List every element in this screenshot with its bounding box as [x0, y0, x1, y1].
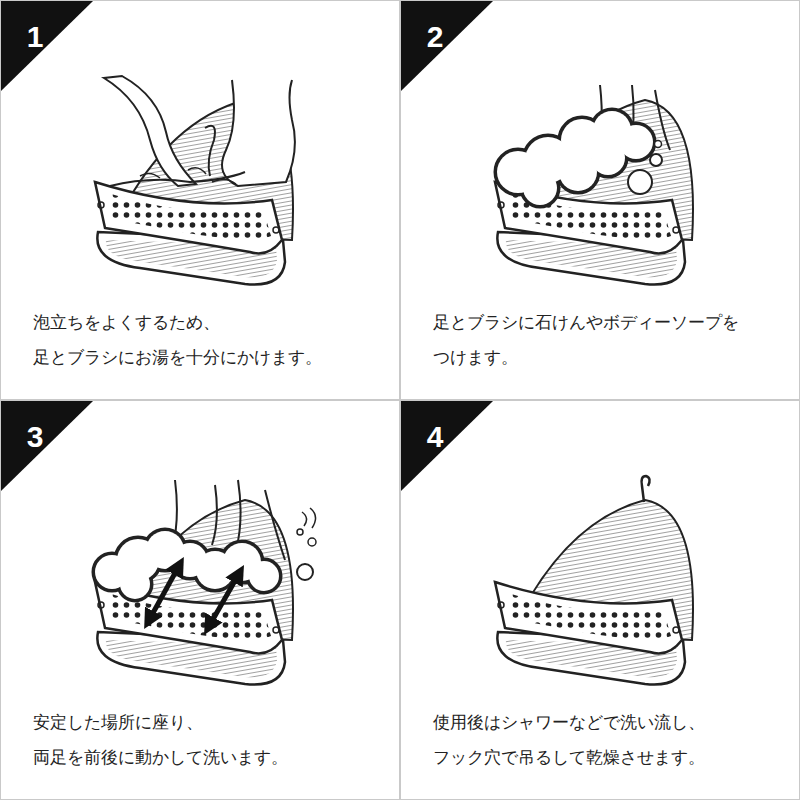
badge-triangle — [401, 401, 493, 491]
badge-shape — [401, 401, 493, 491]
step-number: 1 — [15, 19, 55, 55]
badge-shape — [401, 1, 493, 91]
step-caption: 安定した場所に座り、 両足を前後に動かして洗います。 — [33, 705, 383, 775]
badge-shape — [1, 1, 93, 91]
step-panel: 使用後はシャワーなどで洗い流し、 フック穴で吊るして乾燥させます。 4 — [400, 400, 800, 800]
step-caption: 泡立ちをよくするため、 足とブラシにお湯を十分にかけます。 — [33, 305, 383, 375]
badge-triangle — [401, 1, 493, 91]
step-badge: 4 — [401, 401, 493, 491]
step-number: 3 — [15, 419, 55, 455]
step-badge: 3 — [1, 401, 93, 491]
badge-shape — [1, 401, 93, 491]
step-caption: 足とブラシに石けんやボディーソープを つけます。 — [433, 305, 783, 375]
step-caption: 使用後はシャワーなどで洗い流し、 フック穴で吊るして乾燥させます。 — [433, 705, 783, 775]
step-panel: 安定した場所に座り、 両足を前後に動かして洗います。 3 — [0, 400, 400, 800]
badge-triangle — [1, 401, 93, 491]
step1-illustration — [95, 76, 295, 285]
step-number: 2 — [415, 19, 455, 55]
step-panel: 泡立ちをよくするため、 足とブラシにお湯を十分にかけます。 1 — [0, 0, 400, 400]
step4-illustration — [495, 476, 693, 685]
step3-illustration — [94, 480, 316, 685]
step-panel: 足とブラシに石けんやボディーソープを つけます。 2 — [400, 0, 800, 400]
step-badge: 1 — [1, 1, 93, 91]
step-badge: 2 — [401, 1, 493, 91]
step-number: 4 — [415, 419, 455, 455]
badge-triangle — [1, 1, 93, 91]
step2-illustration — [495, 85, 693, 285]
